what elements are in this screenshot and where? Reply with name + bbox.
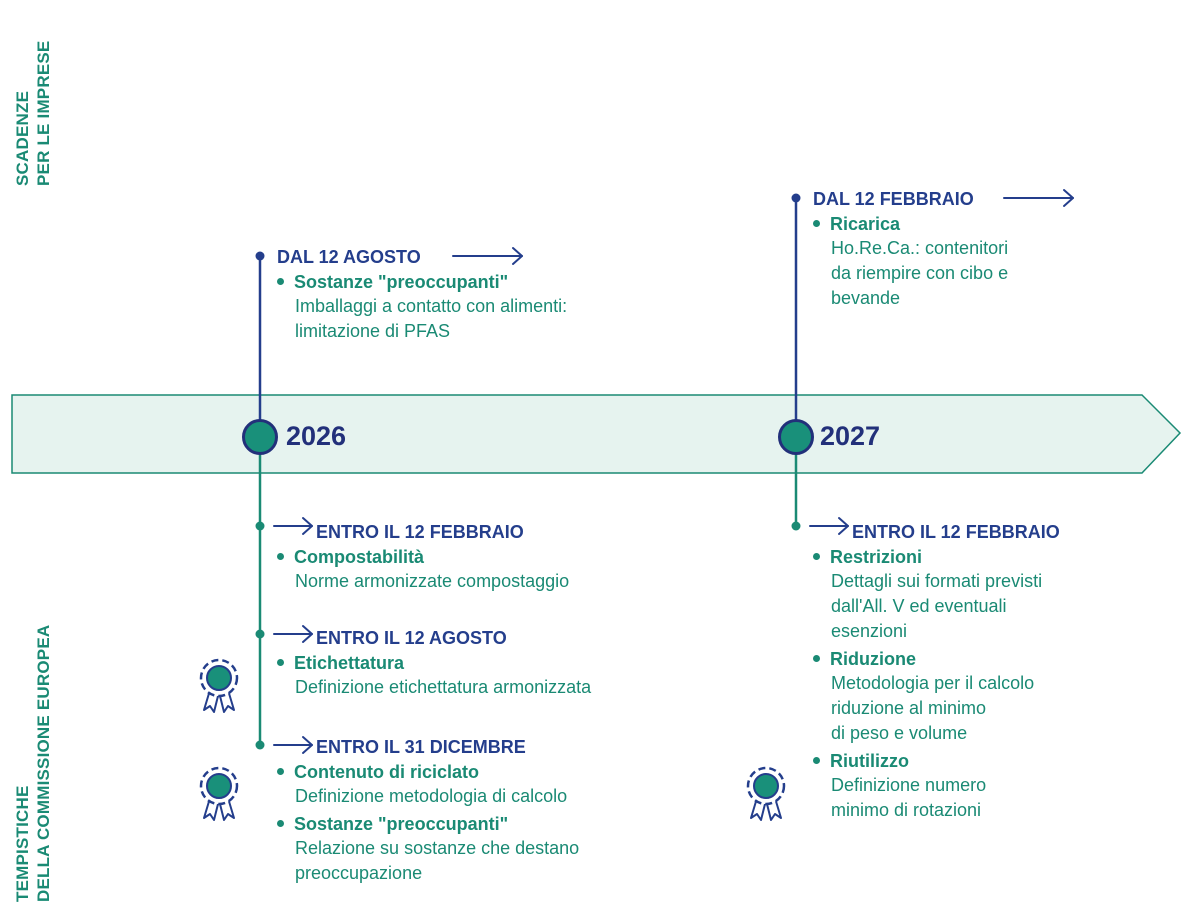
- bullet-dot: [277, 552, 284, 560]
- item-title-text: Compostabilità: [294, 547, 425, 567]
- item-title: Restrizioni: [813, 546, 1060, 568]
- bullet-dot: [813, 219, 820, 227]
- arrow-right-icon: [809, 517, 849, 535]
- description-line: da riempire con cibo e: [831, 263, 1009, 283]
- item-title-text: Etichettatura: [294, 653, 405, 673]
- deadline-block: ENTRO IL 12 FEBBRAIO Restrizioni Dettagl…: [813, 521, 1060, 823]
- deadline-header: ENTRO IL 12 FEBBRAIO: [316, 522, 524, 542]
- deadline-block: ENTRO IL 12 AGOSTO Etichettatura Definiz…: [277, 627, 591, 700]
- item-title: Sostanze "preoccupanti": [277, 813, 579, 835]
- year-marker-2026: [242, 419, 278, 455]
- award-ribbon-icon: [199, 658, 239, 714]
- item-title-text: Sostanze "preoccupanti": [294, 814, 509, 834]
- item-description: Definizione metodologia di calcolo: [277, 784, 579, 809]
- top-endpoint-dot: [791, 193, 801, 203]
- bullet-dot: [277, 767, 284, 775]
- item-description: Definizione etichettatura armonizzata: [277, 675, 591, 700]
- item-description: Imballaggi a contatto con alimenti: limi…: [277, 294, 567, 344]
- bullet-dot: [813, 552, 820, 560]
- description-line: Relazione su sostanze che destano: [295, 838, 580, 858]
- description-line: limitazione di PFAS: [295, 321, 451, 341]
- item-description: Dettagli sui formati previsti dall'All. …: [813, 569, 1060, 644]
- description-line: Definizione metodologia di calcolo: [295, 786, 568, 806]
- arrow-right-icon: [1003, 189, 1074, 207]
- tick-dot: [255, 740, 265, 750]
- item-description: Definizione numero minimo di rotazioni: [813, 773, 1060, 823]
- description-line: bevande: [831, 288, 901, 308]
- side-label-line: SCADENZE: [13, 90, 32, 186]
- description-line: Definizione numero: [831, 775, 987, 795]
- deadline-header: ENTRO IL 12 FEBBRAIO: [852, 522, 1060, 542]
- item-title: Contenuto di riciclato: [277, 761, 579, 783]
- description-line: riduzione al minimo: [831, 698, 987, 718]
- description-line: dall'All. V ed eventuali: [831, 596, 1007, 616]
- item-title: Riduzione: [813, 648, 1060, 670]
- deadline-block: ENTRO IL 31 DICEMBRE Contenuto di ricicl…: [277, 736, 579, 886]
- item-title: Riutilizzo: [813, 750, 1060, 772]
- timeline-band: [11, 394, 1182, 474]
- description-line: di peso e volume: [831, 723, 968, 743]
- arrow-right-icon: [273, 517, 313, 535]
- arrow-right-icon: [273, 625, 313, 643]
- side-label-line: PER LE IMPRESE: [34, 40, 53, 186]
- description-line: minimo di rotazioni: [831, 800, 982, 820]
- description-line: Ho.Re.Ca.: contenitori: [831, 238, 1009, 258]
- deadline-header: DAL 12 AGOSTO: [277, 247, 421, 267]
- deadline-block: DAL 12 AGOSTO Sostanze "preoccupanti" Im…: [277, 246, 567, 344]
- tick-dot: [255, 629, 265, 639]
- arrow-right-icon: [452, 247, 523, 265]
- side-label-top: SCADENZE PER LE IMPRESE: [12, 41, 54, 186]
- side-label-line: DELLA COMMISSIONE EUROPEA: [34, 624, 53, 902]
- tick-dot: [255, 521, 265, 531]
- arrow-right-icon: [273, 736, 313, 754]
- bullet-dot: [813, 654, 820, 662]
- description-line: preoccupazione: [295, 863, 423, 883]
- item-title-text: Riutilizzo: [830, 751, 909, 771]
- side-label-line: TEMPISTICHE: [13, 785, 32, 903]
- bullet-dot: [277, 819, 284, 827]
- side-label-bottom: TEMPISTICHE DELLA COMMISSIONE EUROPEA: [12, 625, 54, 902]
- deadline-block: DAL 12 FEBBRAIO Ricarica Ho.Re.Ca.: cont…: [813, 188, 1008, 311]
- deadline-header: ENTRO IL 12 AGOSTO: [316, 628, 507, 648]
- item-description: Metodologia per il calcolo riduzione al …: [813, 671, 1060, 746]
- item-title-text: Sostanze "preoccupanti": [294, 272, 509, 292]
- item-title: Ricarica: [813, 213, 1008, 235]
- description-line: Definizione etichettatura armonizzata: [295, 677, 592, 697]
- item-title-text: Ricarica: [830, 214, 901, 234]
- item-title-text: Contenuto di riciclato: [294, 762, 480, 782]
- description-line: esenzioni: [831, 621, 908, 641]
- description-line: Norme armonizzate compostaggio: [295, 571, 570, 591]
- item-description: Relazione su sostanze che destano preocc…: [277, 836, 579, 886]
- item-title: Compostabilità: [277, 546, 569, 568]
- description-line: Metodologia per il calcolo: [831, 673, 1035, 693]
- top-endpoint-dot: [255, 251, 265, 261]
- deadline-header: ENTRO IL 31 DICEMBRE: [316, 737, 526, 757]
- item-title: Etichettatura: [277, 652, 591, 674]
- description-line: Imballaggi a contatto con alimenti:: [295, 296, 568, 316]
- item-title-text: Riduzione: [830, 649, 916, 669]
- year-label-2027: 2027: [820, 421, 881, 451]
- deadline-header: DAL 12 FEBBRAIO: [813, 189, 974, 209]
- item-description: Ho.Re.Ca.: contenitori da riempire con c…: [813, 236, 1008, 311]
- bullet-dot: [277, 658, 284, 666]
- item-title: Sostanze "preoccupanti": [277, 271, 567, 293]
- award-ribbon-icon: [199, 766, 239, 822]
- deadline-block: ENTRO IL 12 FEBBRAIO Compostabilità Norm…: [277, 521, 569, 594]
- award-ribbon-icon: [746, 766, 786, 822]
- item-title-text: Restrizioni: [830, 547, 923, 567]
- year-marker-2027: [778, 419, 814, 455]
- bullet-dot: [277, 277, 284, 285]
- bullet-dot: [813, 756, 820, 764]
- tick-dot: [791, 521, 801, 531]
- year-label-2026: 2026: [286, 421, 347, 451]
- item-description: Norme armonizzate compostaggio: [277, 569, 569, 594]
- description-line: Dettagli sui formati previsti: [831, 571, 1043, 591]
